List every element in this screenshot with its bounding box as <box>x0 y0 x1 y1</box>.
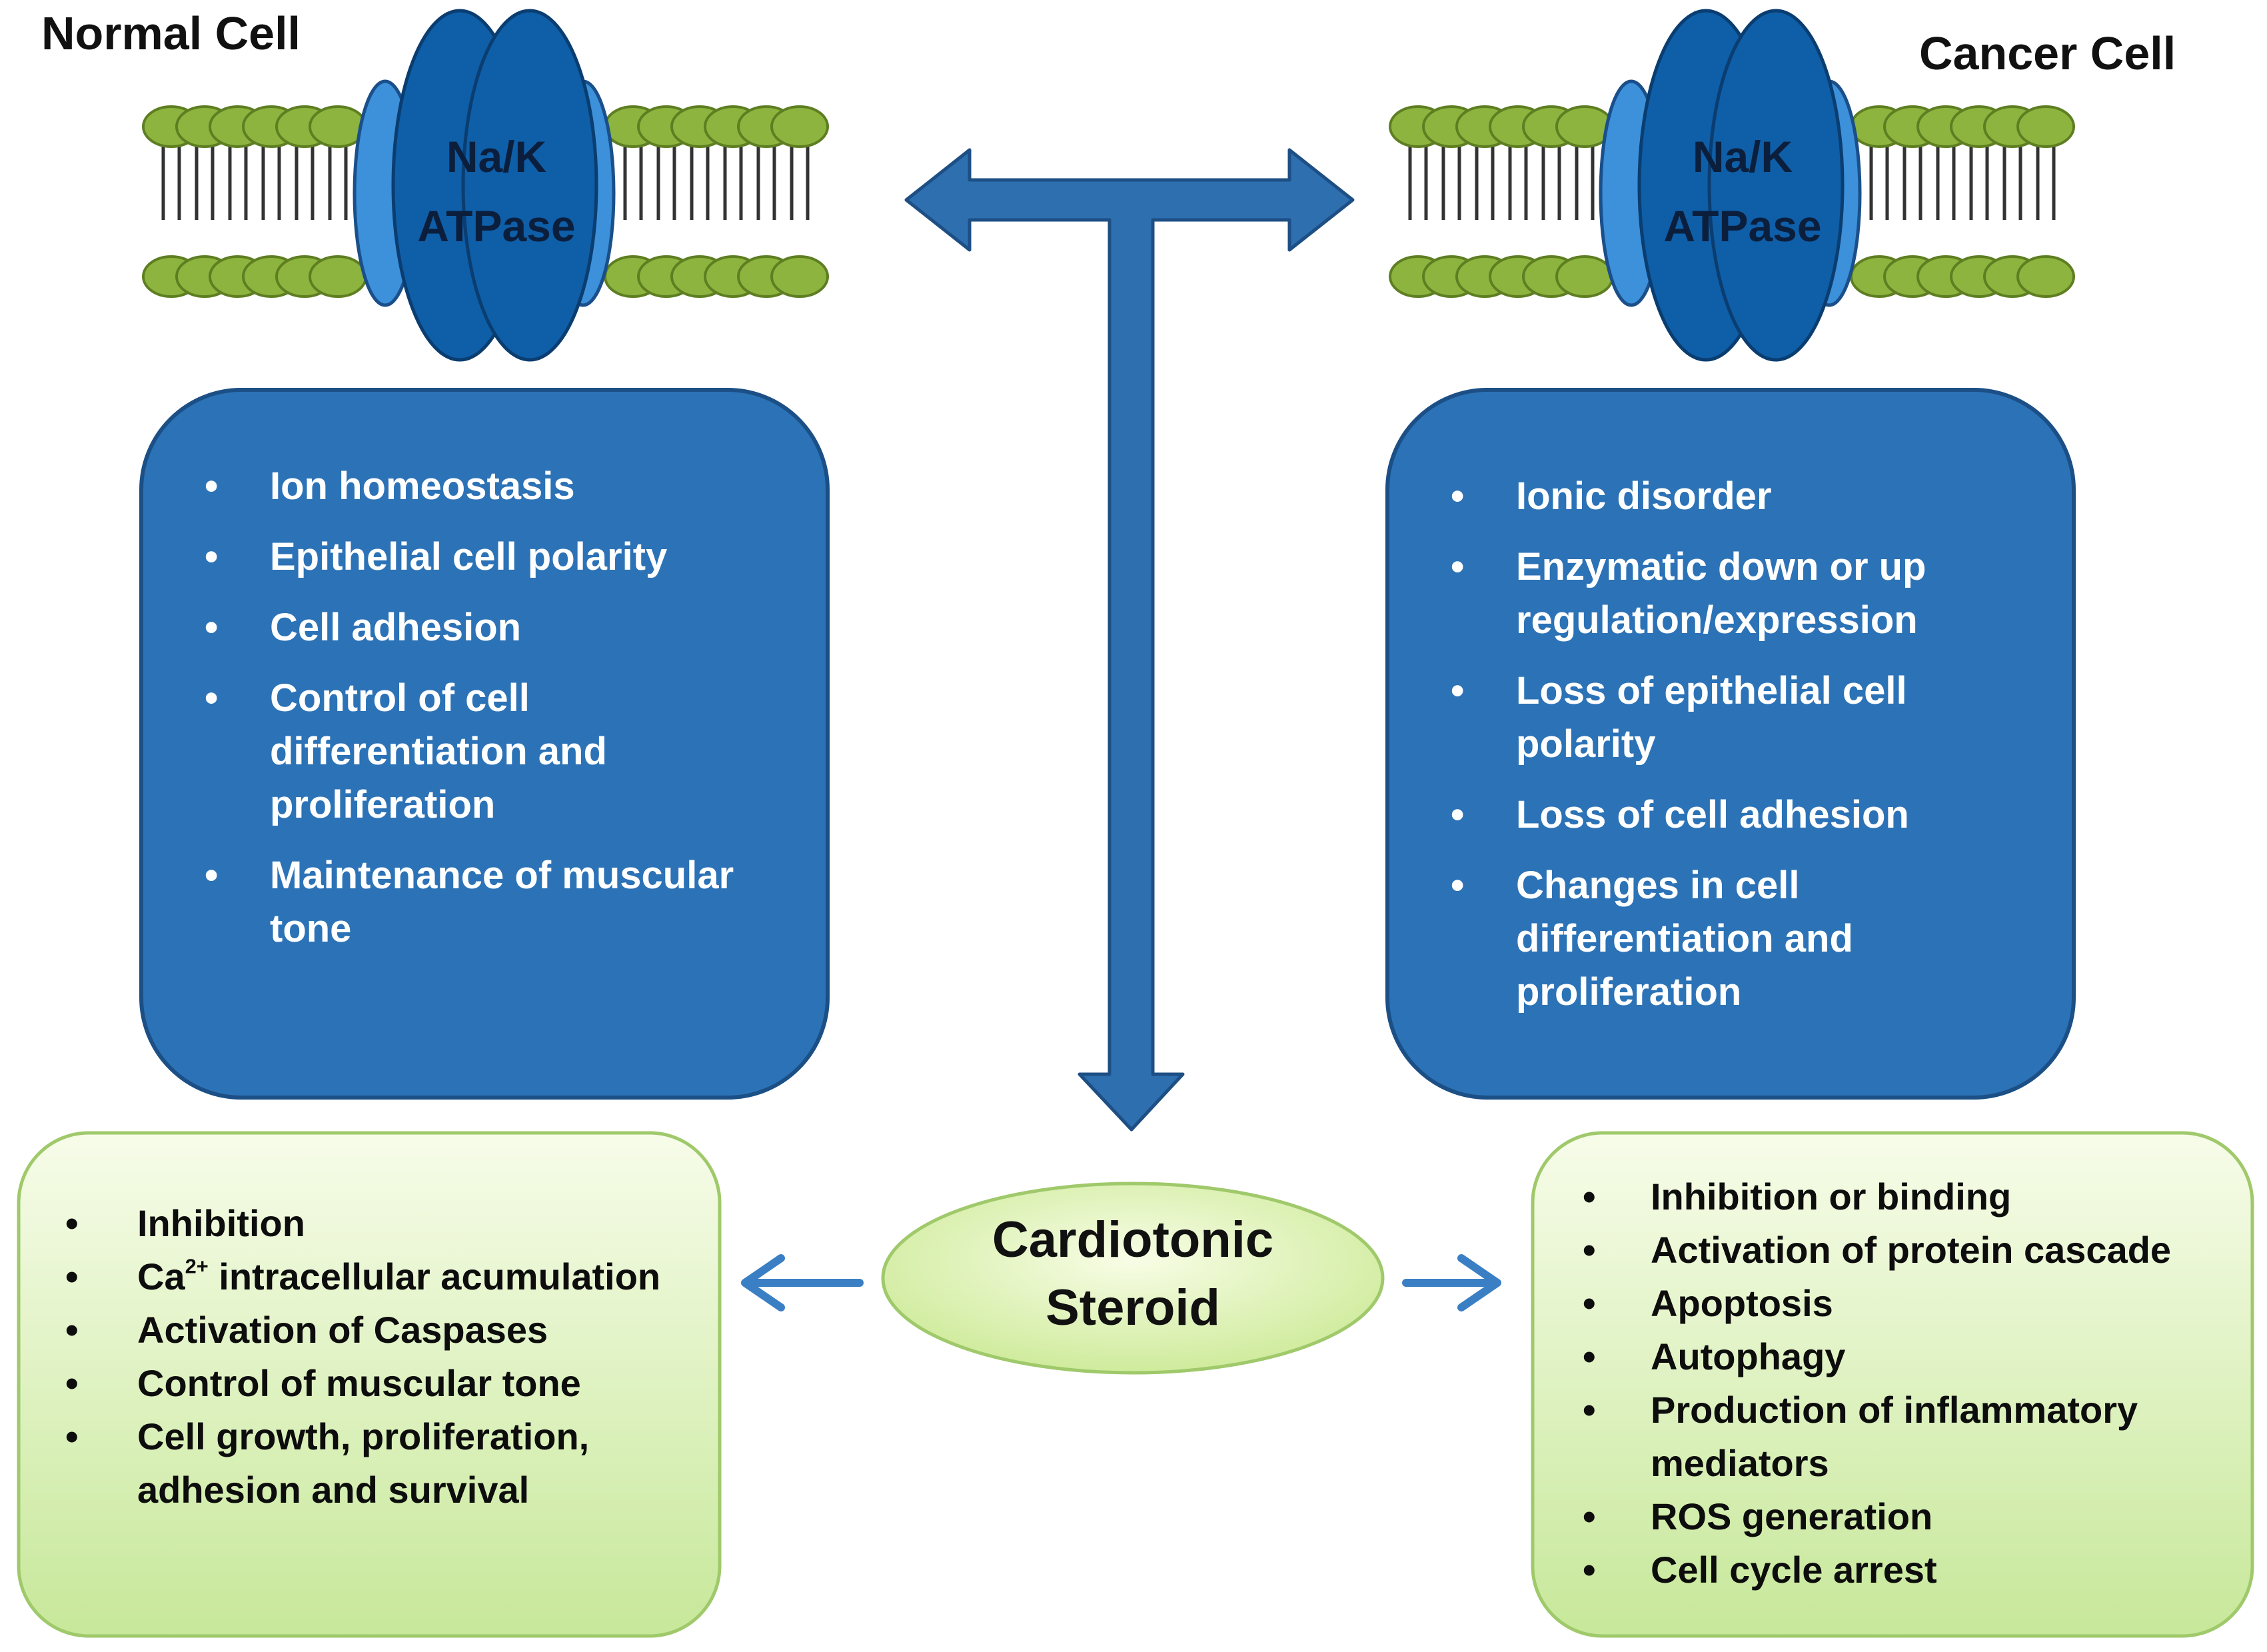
lipid-head <box>770 105 829 148</box>
list-item: Cell growth, proliferation, adhesion and… <box>19 1410 698 1517</box>
cancer-cell-title: Cancer Cell <box>1919 27 2176 79</box>
pump-label-line: ATPase <box>417 201 576 251</box>
arrow-to-cancer-effects <box>1402 1254 1501 1311</box>
arrow-to-normal-effects <box>741 1254 864 1311</box>
lipid-head <box>1555 255 1614 298</box>
list-item: Inhibition or binding <box>1536 1170 2242 1224</box>
cell-membrane-cancer <box>1389 105 2075 298</box>
list-item: Control of cell differentiation and prol… <box>143 672 770 832</box>
list-item: Enzymatic down or up regulation/expressi… <box>1389 540 2056 647</box>
cancer-steroid-effects-list: Inhibition or binding Activation of prot… <box>1536 1170 2242 1597</box>
list-item: Ion homeostasis <box>143 460 770 513</box>
normal-steroid-effects-list: Inhibition Ca2+ intracellular acumulatio… <box>19 1197 698 1517</box>
charge-superscript: 2+ <box>185 1254 209 1278</box>
normal-functions-list: Ion homeostasis Epithelial cell polarity… <box>143 460 770 973</box>
list-item: Epithelial cell polarity <box>143 530 770 584</box>
list-item: Ca2+ intracellular acumulation <box>19 1250 698 1303</box>
pump-label-line: ATPase <box>1663 201 1822 251</box>
list-item: Control of muscular tone <box>19 1357 698 1410</box>
lipid-head <box>2016 255 2075 298</box>
pump-label-line: Na/K <box>446 132 547 181</box>
steroid-label-line: Steroid <box>1046 1279 1220 1336</box>
lipid-head <box>770 255 829 298</box>
list-item: Activation of protein cascade <box>1536 1224 2242 1277</box>
list-item: Cell cycle arrest <box>1536 1543 2242 1597</box>
cardiotonic-steroid-label: Cardiotonic Steroid <box>886 1206 1379 1342</box>
calcium-effect-text: Ca2+ intracellular acumulation <box>137 1254 661 1297</box>
normal-cell-title: Normal Cell <box>41 7 301 59</box>
list-item: Changes in cell differentiation and prol… <box>1389 859 2056 1019</box>
list-item: Autophagy <box>1536 1330 2242 1383</box>
lipid-head <box>309 255 367 298</box>
list-item: Maintenance of muscular tone <box>143 849 770 956</box>
list-item: Loss of epithelial cell polarity <box>1389 664 2056 771</box>
steroid-label-line: Cardiotonic <box>992 1212 1274 1268</box>
list-item: ROS generation <box>1536 1490 2242 1543</box>
pump-label-cancer: Na/K ATPase <box>1616 122 1869 261</box>
lipid-head <box>2016 105 2075 148</box>
na-k-atpase-pump-normal <box>353 9 616 362</box>
list-item: Inhibition <box>19 1197 698 1250</box>
cancer-alterations-list: Ionic disorder Enzymatic down or up regu… <box>1389 470 2056 1036</box>
list-item: Production of inflammatory mediators <box>1536 1383 2242 1490</box>
list-item: Cell adhesion <box>143 601 770 654</box>
cell-membrane-normal <box>142 105 829 298</box>
t-shaped-arrow <box>904 148 1355 1132</box>
list-item: Ionic disorder <box>1389 470 2056 523</box>
list-item: Activation of Caspases <box>19 1303 698 1357</box>
na-k-atpase-pump-cancer <box>1599 9 1862 362</box>
pump-label-normal: Na/K ATPase <box>370 122 623 261</box>
pump-label-line: Na/K <box>1692 132 1793 181</box>
list-item: Loss of cell adhesion <box>1389 788 2056 842</box>
list-item: Apoptosis <box>1536 1277 2242 1330</box>
cardiotonic-steroid-ellipse <box>881 1182 1385 1375</box>
